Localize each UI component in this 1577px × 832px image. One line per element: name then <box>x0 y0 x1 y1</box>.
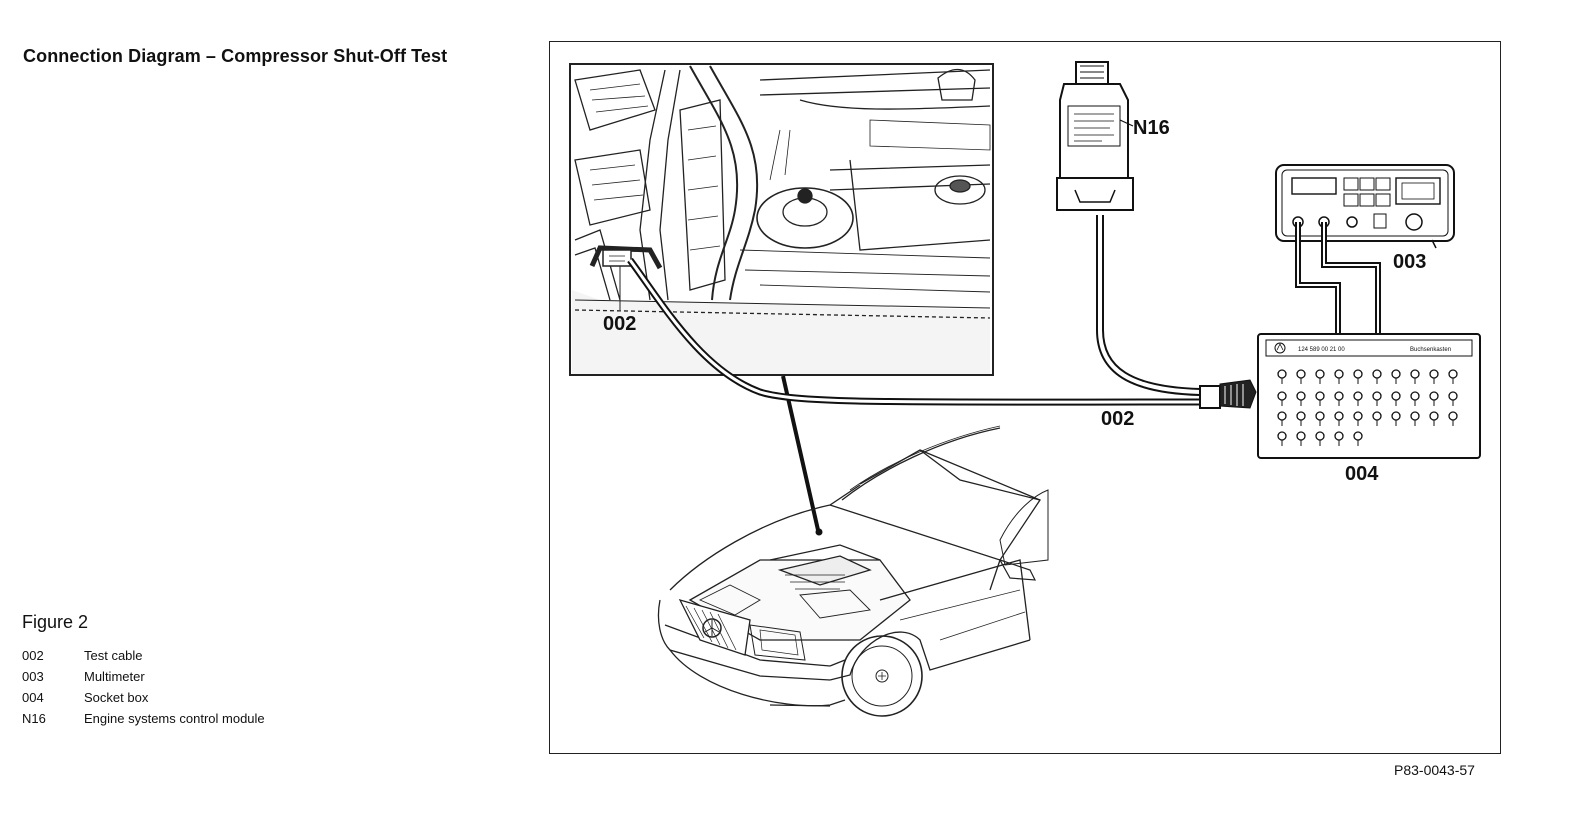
socket-pin <box>1315 391 1325 401</box>
pointer-line <box>781 375 820 531</box>
legend-code: 002 <box>22 648 44 663</box>
socket-pin <box>1391 391 1401 401</box>
control-module-n16 <box>1056 61 1134 211</box>
test-cable <box>627 215 1257 409</box>
socket-pin <box>1296 411 1306 421</box>
socket-pin <box>1296 369 1306 379</box>
socket-pin <box>1277 431 1287 441</box>
socket-pin <box>1353 369 1363 379</box>
socket-pin <box>1277 369 1287 379</box>
multimeter-003 <box>1275 164 1455 249</box>
legend-item: 002 Test cable <box>22 645 265 666</box>
callout-n16: N16 <box>1133 117 1170 139</box>
legend-item: N16 Engine systems control module <box>22 708 265 729</box>
socket-pin <box>1334 391 1344 401</box>
socket-pin <box>1391 411 1401 421</box>
legend-text: Multimeter <box>84 669 145 684</box>
figure-legend: 002 Test cable 003 Multimeter 004 Socket… <box>22 645 265 729</box>
callout-002-cable: 002 <box>1101 408 1134 430</box>
test-leads <box>1295 222 1381 395</box>
socket-box-name: Buchsenkasten <box>1410 347 1451 353</box>
socket-pin <box>1429 411 1439 421</box>
socket-pin <box>1372 369 1382 379</box>
legend-text: Test cable <box>84 648 143 663</box>
car-illustration <box>657 425 1049 717</box>
socket-grid <box>1277 369 1458 446</box>
pointer-dot <box>815 528 823 536</box>
socket-pin <box>1448 369 1458 379</box>
socket-pin <box>1372 411 1382 421</box>
socket-pin <box>1277 411 1287 421</box>
socket-pin <box>1410 369 1420 379</box>
socket-pin <box>1315 411 1325 421</box>
socket-pin <box>1296 391 1306 401</box>
socket-pin <box>1372 391 1382 401</box>
socket-pin <box>1296 431 1306 441</box>
socket-box-004 <box>1257 333 1481 459</box>
figure-frame <box>549 41 1501 754</box>
legend-item: 003 Multimeter <box>22 666 265 687</box>
legend-item: 004 Socket box <box>22 687 265 708</box>
page-title: Connection Diagram – Compressor Shut-Off… <box>23 46 448 66</box>
legend-code: 004 <box>22 690 44 705</box>
socket-pin <box>1315 369 1325 379</box>
callout-002-inset: 002 <box>603 313 636 335</box>
socket-pin <box>1334 431 1344 441</box>
socket-pin <box>1353 431 1363 441</box>
callout-003: 003 <box>1393 251 1426 273</box>
engine-bay-inset <box>569 63 994 376</box>
socket-pin <box>1353 411 1363 421</box>
socket-pin <box>1448 391 1458 401</box>
socket-pin <box>1277 391 1287 401</box>
socket-pin <box>1410 411 1420 421</box>
legend-text: Socket box <box>84 690 149 705</box>
socket-pin <box>1334 369 1344 379</box>
legend-text: Engine systems control module <box>84 711 265 726</box>
callout-004: 004 <box>1345 463 1379 485</box>
legend-code: 003 <box>22 669 44 684</box>
socket-pin <box>1334 411 1344 421</box>
socket-pin <box>1448 411 1458 421</box>
figure-id: P83-0043-57 <box>1394 762 1475 778</box>
legend-code: N16 <box>22 711 46 726</box>
socket-pin <box>1410 391 1420 401</box>
callout-n16-leader <box>1119 119 1134 127</box>
socket-pin <box>1315 431 1325 441</box>
socket-pin <box>1429 369 1439 379</box>
figure-label: Figure 2 <box>22 612 89 632</box>
socket-pin <box>1353 391 1363 401</box>
socket-pin <box>1429 391 1439 401</box>
socket-box-part-no: 124 589 00 21 00 <box>1298 347 1345 353</box>
socket-pin <box>1391 369 1401 379</box>
